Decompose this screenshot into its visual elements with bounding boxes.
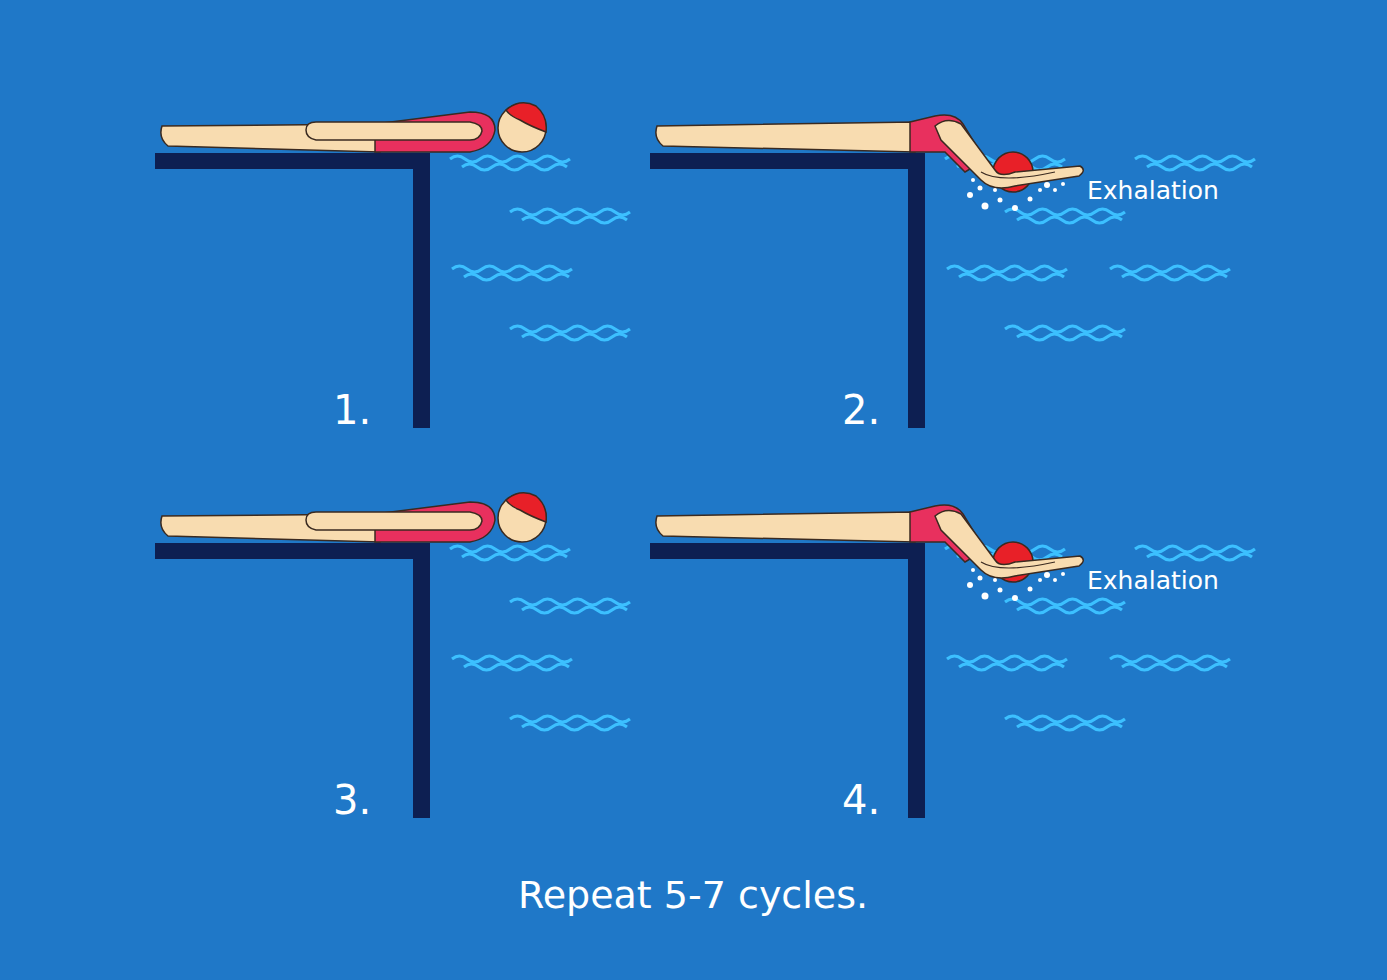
step-number: 1. [333, 390, 371, 430]
step-number: 4. [842, 780, 880, 820]
exhalation-note: Exhalation [1087, 568, 1219, 593]
step-number: 2. [842, 390, 880, 430]
exhalation-note: Exhalation [1087, 178, 1219, 203]
step-number: 3. [333, 780, 371, 820]
caption: Repeat 5-7 cycles. [518, 876, 868, 914]
